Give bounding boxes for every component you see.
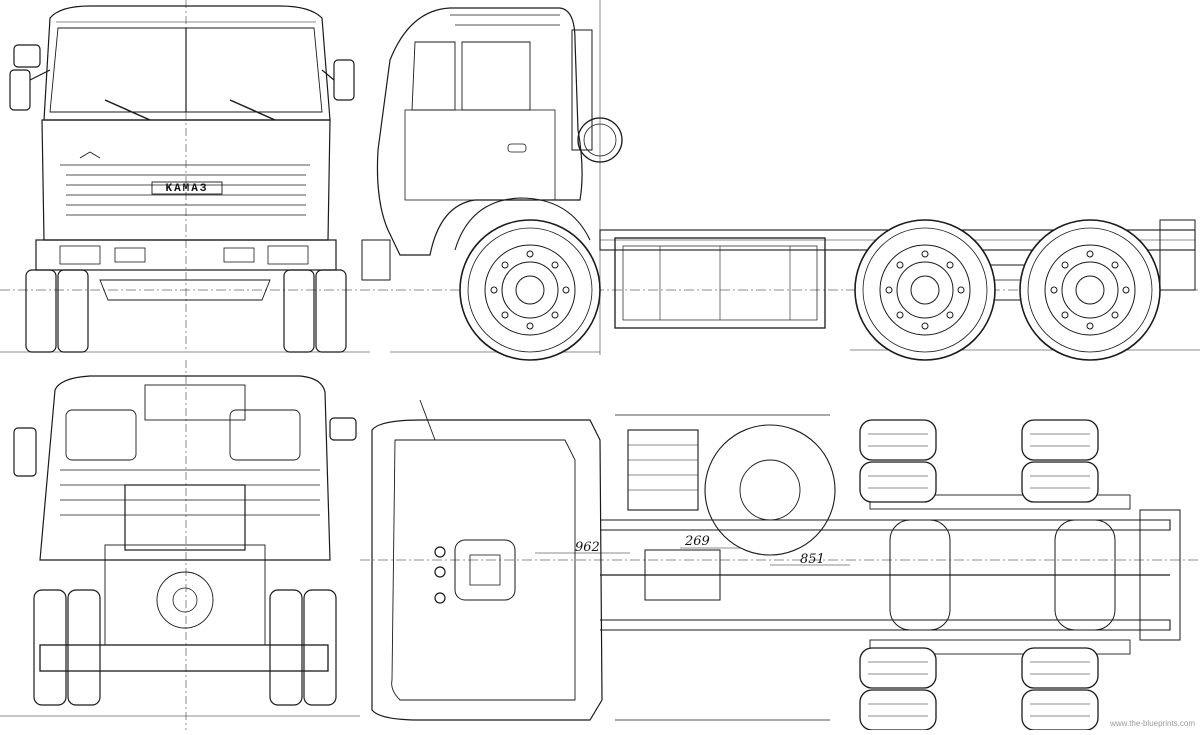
rear-view: [0, 360, 360, 730]
front-view: [0, 0, 370, 353]
top-view: [360, 399, 1200, 721]
dimension-label-2: 269: [684, 534, 710, 549]
dimension-label-3: 851: [800, 552, 825, 567]
dimension-label-1: 962: [575, 540, 600, 555]
side-view: [0, 0, 1200, 355]
front-brand-lettering: KAMAЗ: [165, 183, 208, 195]
watermark: www.the-blueprints.com: [1109, 719, 1195, 728]
